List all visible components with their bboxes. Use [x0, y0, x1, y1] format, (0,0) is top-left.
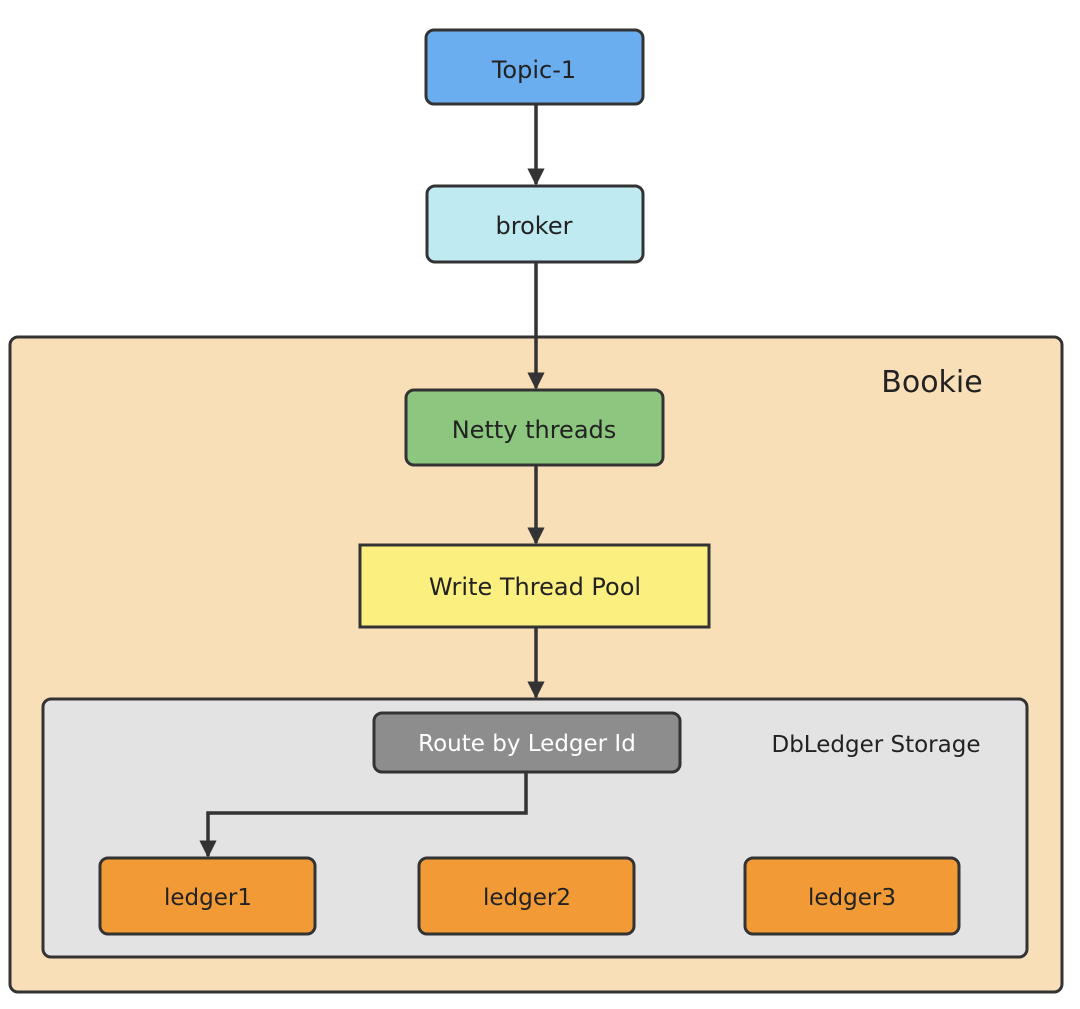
arrow-route-to-ledger1 [199, 772, 528, 858]
ledger2-label: ledger2 [483, 885, 571, 911]
ledger1-node: ledger1 [98, 856, 317, 936]
write-pool-node: Write Thread Pool [358, 543, 711, 629]
topic-label: Topic-1 [491, 56, 576, 84]
netty-label: Netty threads [452, 416, 617, 444]
route-label: Route by Ledger Id [418, 731, 636, 757]
ledger1-label: ledger1 [164, 885, 252, 911]
ledger3-node: ledger3 [743, 856, 961, 936]
write-pool-label: Write Thread Pool [429, 573, 641, 601]
broker-label: broker [496, 212, 573, 240]
storage-label: DbLedger Storage [772, 732, 981, 758]
netty-node: Netty threads [404, 388, 665, 467]
ledger2-node: ledger2 [417, 856, 636, 936]
ledger3-label: ledger3 [808, 885, 896, 911]
topic-node: Topic-1 [424, 28, 645, 106]
route-node: Route by Ledger Id [372, 711, 682, 774]
bookie-label: Bookie [881, 365, 982, 400]
broker-node: broker [425, 184, 645, 264]
